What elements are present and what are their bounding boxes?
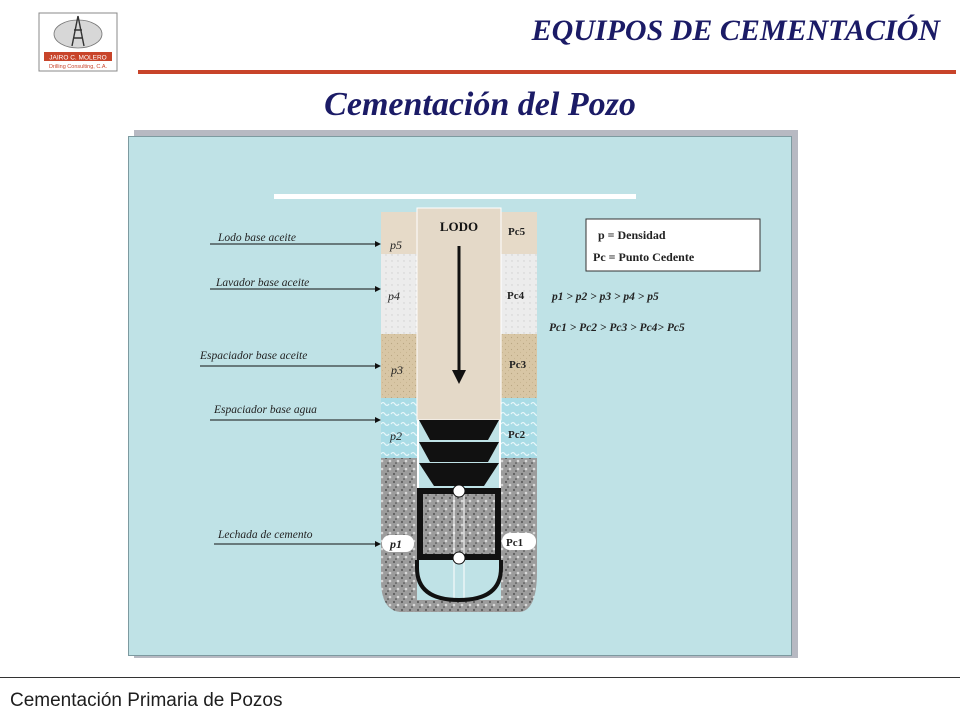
slide-title: Cementación del Pozo [324, 86, 636, 123]
yield-label-pc2: Pc2 [508, 429, 526, 441]
logo-name: JAIRO C. MOLERO [49, 55, 106, 62]
leader-arrow-3 [375, 363, 381, 369]
guide-shoe [415, 560, 503, 603]
header-divider [138, 70, 956, 74]
density-label-p2: p2 [389, 429, 402, 443]
yield-badge-pc1 [502, 533, 536, 550]
annulus-right-espaciador-aceite [501, 334, 537, 398]
label-lechada-de-cemento: Lechada de cemento [217, 529, 313, 541]
company-logo: JAIRO C. MOLERO Drilling Consulting, C.A… [38, 12, 118, 72]
label-espaciador-base-agua: Espaciador base agua [213, 404, 317, 416]
annulus-right-espaciador-agua [501, 398, 537, 458]
density-label-p1: p1 [389, 537, 402, 551]
yield-label-pc5: Pc5 [508, 226, 526, 238]
yield-label-pc4: Pc4 [507, 290, 525, 302]
lodo-label: LODO [440, 219, 478, 234]
density-label-p4: p4 [387, 289, 400, 303]
header-title: EQUIPOS DE CEMENTACIÓN [531, 14, 940, 47]
footer-divider [0, 677, 960, 678]
yield-label-pc3: Pc3 [509, 359, 527, 371]
wiper-plug-3 [419, 463, 499, 486]
legend-density: p = Densidad [598, 228, 666, 242]
wiper-plug-2 [419, 442, 499, 462]
density-badge-p1 [382, 535, 414, 552]
casing-cement-inside [417, 488, 501, 558]
leader-arrow-4 [375, 417, 381, 423]
label-espaciador-base-aceite: Espaciador base aceite [199, 350, 307, 362]
surface-line [274, 194, 636, 199]
density-label-p3: p3 [390, 363, 403, 377]
float-valve-lower [452, 551, 466, 565]
leader-arrow-1 [375, 241, 381, 247]
wiper-plug-1 [419, 420, 499, 440]
left-label-group: Lodo base aceite Lavador base aceite Esp… [199, 232, 381, 547]
leader-arrow-2 [375, 286, 381, 292]
float-valve-upper [452, 484, 466, 498]
annulus-left-lavador [381, 254, 417, 334]
density-relation: p1 > p2 > p3 > p4 > p5 [551, 291, 659, 303]
casing-wall-right-plug [499, 420, 501, 488]
legend-box [585, 218, 761, 272]
yield-label-pc1: Pc1 [506, 537, 523, 549]
legend-yield-point: Pc = Punto Cedente [593, 250, 695, 264]
float-collar-left [417, 488, 423, 558]
label-lavador-base-aceite: Lavador base aceite [215, 277, 309, 289]
annulus-left-espaciador-aceite [381, 334, 417, 398]
casing-wall-left-plug [417, 420, 419, 488]
label-lodo-base-aceite: Lodo base aceite [217, 232, 296, 244]
annulus-right-lodo [501, 212, 537, 254]
yield-relation: Pc1 > Pc2 > Pc3 > Pc4> Pc5 [549, 322, 685, 334]
annulus-left-espaciador-agua [381, 398, 417, 458]
flow-arrow-head [452, 370, 466, 384]
annulus-right-lavador [501, 254, 537, 334]
leader-arrow-5 [375, 541, 381, 547]
float-collar-right [495, 488, 501, 558]
density-label-p5: p5 [389, 238, 402, 252]
footer-text: Cementación Primaria de Pozos [10, 690, 283, 711]
annulus-left-lodo [381, 212, 417, 254]
logo-company: Drilling Consulting, C.A. [49, 64, 108, 70]
